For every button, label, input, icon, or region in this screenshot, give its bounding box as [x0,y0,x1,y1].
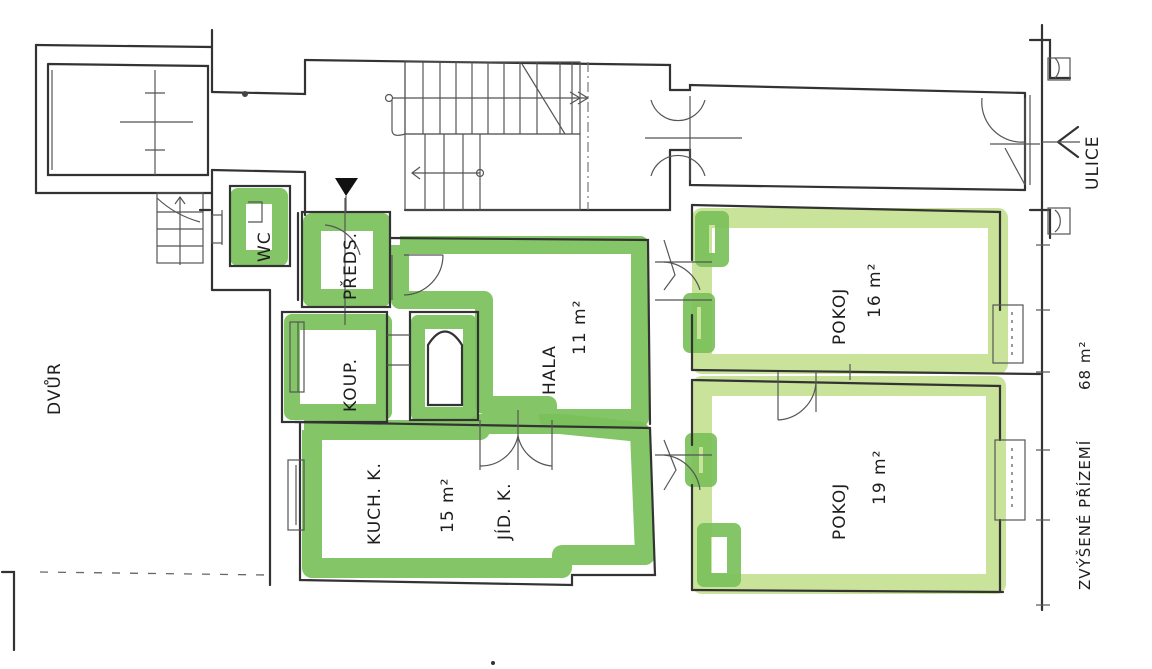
floor-title: ZVÝŠENÉ PŘÍZEMÍ [1075,440,1094,590]
room-hala-name: HALA [540,345,560,395]
labels: ULICE DVŮR ZVÝŠENÉ PŘÍZEMÍ 68 m² WC PŘED… [43,135,1103,590]
interior-walls [211,184,1042,594]
room-wc-name: WC [255,231,275,262]
courtyard-label: DVŮR [43,362,65,415]
courtyard-steps [156,192,204,265]
room-kuch-area: 15 m² [438,478,458,533]
room-preds-name: PŘEDS. [339,232,361,300]
building-outline [0,23,1072,652]
room-pokoj2-name: POKOJ [830,483,850,540]
pen-mark [491,661,495,665]
room-koup-name: KOUP. [341,358,361,412]
main-staircase [384,61,590,211]
entrance-corridor [645,83,1040,192]
room-highlights [230,188,1008,594]
street-arrow-icon [1042,125,1080,159]
room-jid-name: JÍD. K. [493,483,515,541]
room-pokoj2-area: 19 m² [870,450,890,505]
entrance-marker [335,178,358,212]
room-pokoj1-area: 16 m² [865,263,885,318]
room-hala-area: 11 m² [570,300,590,355]
floor-total-area: 68 m² [1076,341,1094,390]
street-label: ULICE [1083,135,1103,190]
room-kuch-name: KUCH. K. [365,462,385,545]
room-pokoj1-name: POKOJ [830,288,850,345]
